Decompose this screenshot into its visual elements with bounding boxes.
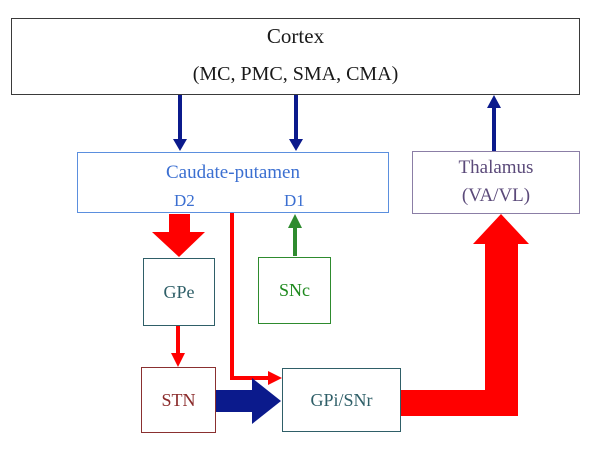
- cortex-to-caudate-right-arrow: [289, 95, 303, 151]
- gpe-to-stn-arrow: [171, 326, 185, 367]
- cortex-subtitle: (MC, PMC, SMA, CMA): [192, 62, 399, 85]
- stn-node: STN: [141, 367, 216, 433]
- thalamus-subtitle: (VA/VL): [461, 184, 531, 206]
- gpe-title: GPe: [163, 281, 195, 302]
- cortex-node: Cortex (MC, PMC, SMA, CMA): [11, 18, 580, 95]
- caudate-d1-label: D1: [284, 191, 305, 210]
- caudate-d2-to-gpe-arrow: [152, 214, 205, 257]
- cortex-to-caudate-left-arrow: [173, 95, 187, 151]
- caudate-putamen-node: Caudate-putamen D2 D1: [77, 152, 389, 213]
- snc-to-caudate-arrow: [288, 214, 302, 256]
- snc-node: SNc: [258, 257, 331, 324]
- cortex-title: Cortex: [266, 23, 325, 48]
- gpi-to-thalamus-arrow: [401, 214, 529, 416]
- thalamus-to-cortex-arrow: [487, 95, 501, 151]
- thalamus-title: Thalamus: [458, 156, 534, 178]
- caudate-title: Caudate-putamen: [165, 162, 300, 183]
- thalamus-node: Thalamus (VA/VL): [412, 151, 580, 214]
- caudate-to-gpi-arrow: [230, 213, 282, 385]
- gpi-title: GPi/SNr: [310, 389, 373, 410]
- gpi-snr-node: GPi/SNr: [282, 368, 401, 432]
- caudate-d2-label: D2: [174, 191, 195, 210]
- stn-title: STN: [161, 389, 196, 410]
- stn-to-gpi-arrow: [216, 378, 281, 424]
- snc-title: SNc: [279, 280, 310, 300]
- gpe-node: GPe: [143, 258, 215, 326]
